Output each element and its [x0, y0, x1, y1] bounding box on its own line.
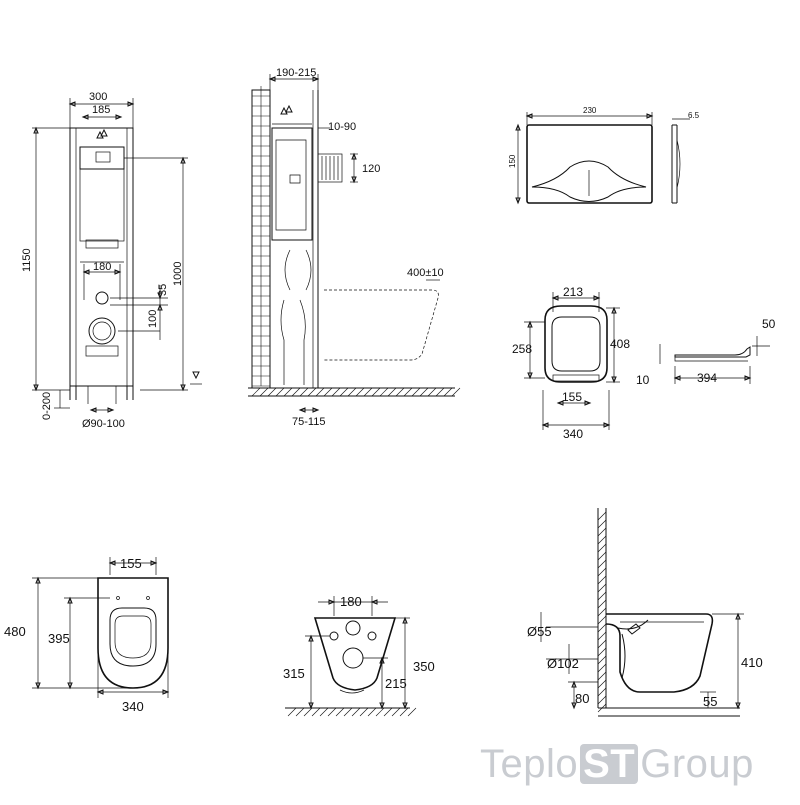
- watermark-text-post: Group: [640, 742, 754, 786]
- bowl-top-view: [32, 557, 170, 698]
- dim-seat-depth: 394: [697, 371, 717, 385]
- dim-plate-offset: 10-90: [328, 121, 356, 133]
- dim-plate-width: 230: [583, 106, 597, 115]
- dim-back-inlet-height: 350: [413, 659, 435, 674]
- frame-side-view: [248, 74, 461, 413]
- dim-frame-height: 1150: [21, 248, 33, 272]
- dim-side-outlet-diameter: Ø102: [547, 656, 579, 671]
- dim-flush-height: 1000: [172, 262, 184, 286]
- dim-outlet-offset: 100: [147, 310, 159, 328]
- bowl-back-view: [285, 596, 417, 717]
- dim-hinge-spacing: 155: [562, 390, 582, 404]
- dim-wall-depth: 190-215: [276, 67, 316, 79]
- dim-frame-width: 300: [89, 91, 107, 103]
- bowl-side-view: [540, 508, 744, 717]
- dim-seat-thickness: 10: [636, 373, 650, 387]
- dim-bowl-height: 400±10: [407, 267, 444, 279]
- dim-seat-length: 408: [610, 337, 630, 351]
- watermark-text-mid: ST: [580, 744, 639, 784]
- dim-back-bolt-spacing: 180: [340, 594, 362, 609]
- dim-side-height: 410: [741, 655, 763, 670]
- dim-back-bolt-height: 315: [283, 666, 305, 681]
- dim-inlet-offset: 35: [157, 284, 169, 296]
- dim-back-outlet-height: 215: [385, 676, 407, 691]
- dim-leg-adjust: 0-200: [41, 392, 53, 420]
- frame-front-view: [32, 98, 202, 413]
- dim-seat-total: 340: [563, 427, 583, 441]
- dim-seat-inner: 258: [512, 342, 532, 356]
- dim-duct-height: 120: [362, 163, 380, 175]
- dim-side-inlet-diameter: Ø55: [527, 624, 552, 639]
- flush-plate: [515, 112, 690, 205]
- dim-bowl-length: 480: [4, 624, 26, 639]
- dim-bolt-spacing: 180: [93, 261, 111, 273]
- seat-top-view: [524, 292, 770, 430]
- dim-side-outlet-height: 80: [575, 691, 589, 706]
- dim-pipe-offset: 75-115: [292, 416, 325, 428]
- dim-seat-rise: 50: [762, 317, 776, 331]
- watermark-text-pre: Teplo: [480, 742, 579, 786]
- dim-bowl-width: 340: [122, 699, 144, 714]
- dim-plate-thickness: 6.5: [688, 111, 700, 120]
- dim-outlet-diameter: Ø90-100: [82, 418, 125, 430]
- dim-plate-height: 150: [508, 154, 517, 168]
- dim-bowl-inner-length: 395: [48, 631, 70, 646]
- dim-frame-inner-width: 185: [92, 104, 110, 116]
- dim-bowl-hinge-spacing: 155: [120, 556, 142, 571]
- dim-seat-width: 213: [563, 285, 583, 299]
- dim-side-base: 55: [703, 694, 717, 709]
